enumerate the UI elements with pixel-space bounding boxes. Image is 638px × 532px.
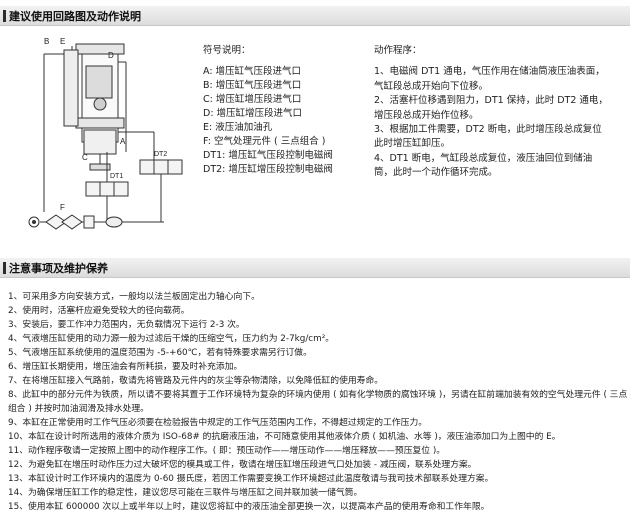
- label-c: C: [82, 153, 88, 162]
- symbol-legend: 符号说明： A: 增压缸气压段进气口 B: 增压缸气压段进气口 C: 增压缸增压…: [203, 44, 333, 177]
- legend-item: C: 增压缸增压段进气口: [203, 94, 302, 105]
- procedure-step: 2、活塞杆位移遇到阻力，DT1 保持，此时 DT2 通电，增压段总成开始作位移。: [374, 95, 608, 121]
- note-item: 15、使用本缸 600000 次以上或半年以上时，建议您将缸中的液压油全部更换一…: [8, 502, 490, 512]
- note-item: 7、在将增压缸接入气路前，敬请先将管路及元件内的灰尘等杂物清除，以免降低缸的使用…: [8, 376, 384, 386]
- procedure-heading: 动作程序：: [374, 45, 422, 56]
- procedure-step: 1、电磁阀 DT1 通电，气压作用在储油筒液压油表面，气缸段总成开始向下位移。: [374, 66, 605, 92]
- label-f: F: [60, 203, 65, 212]
- note-item: 3、安装后，要工作冲力范围内，无负载情况下运行 2-3 次。: [8, 320, 245, 330]
- section-marker: [3, 10, 6, 22]
- note-item: 14、为确保增压缸工作的稳定性，建议您尽可能在三联件与增压缸之间并联加装一储气筒…: [8, 488, 363, 498]
- procedure-step: 3、根据加工件需要，DT2 断电，此时增压段总成复位此时增压缸卸压。: [374, 124, 602, 150]
- note-item: 6、增压缸长期使用，增压油会有所耗损，要及时补充添加。: [8, 362, 243, 372]
- label-e: E: [60, 37, 65, 46]
- note-item: 12、为避免缸在增压时动作压力过大破坏您的模具或工件，敬请在增压缸增压段进气口处…: [8, 460, 477, 470]
- label-d: D: [108, 51, 114, 60]
- legend-item: E: 液压油加油孔: [203, 122, 273, 133]
- section-header-circuit: 建议使用回路图及动作说明: [0, 6, 630, 26]
- section-title-circuit: 建议使用回路图及动作说明: [9, 10, 141, 23]
- legend-item: D: 增压缸增压段进气口: [203, 108, 303, 119]
- note-item: 8、此缸中的部分元件为铁质，所以请不要将其置于工作环境特为复杂的环境内使用 ( …: [8, 390, 628, 414]
- section-header-notes: 注意事项及维护保养: [0, 258, 630, 278]
- legend-item: DT2: 增压缸增压段控制电磁阀: [203, 164, 333, 175]
- note-item: 13、本缸设计时工作环境内的温度为 0-60 摄氏度，若因工作需要变换工作环境超…: [8, 474, 494, 484]
- legend-item: DT1: 增压缸气压段控制电磁阀: [203, 150, 333, 161]
- note-item: 11、动作程序敬请一定按照上图中的动作程序工作。( 即：预压动作——增压动作——…: [8, 446, 446, 456]
- note-item: 2、使用时，活塞杆应避免受较大的径向载荷。: [8, 306, 190, 316]
- legend-heading: 符号说明：: [203, 45, 251, 56]
- note-item: 5、气液增压缸系统使用的温度范围为 -5-+60℃，若有特殊要求需另行订做。: [8, 348, 312, 358]
- note-item: 10、本缸在设计时所选用的液体介质为 ISO-68# 的抗磨液压油，不可随意使用…: [8, 432, 561, 442]
- procedure-step: 4、DT1 断电，气缸段总成复位，液压油回位到储油筒，此时一个动作循环完成。: [374, 152, 593, 179]
- label-dt2: DT2: [154, 151, 167, 158]
- note-item: 9、本缸在正常使用时工作气压必须要在检验报告中规定的工作气压范围内工作，不得超过…: [8, 418, 428, 428]
- section-marker: [3, 262, 6, 274]
- label-a: A: [120, 137, 126, 146]
- note-item: 4、气液增压缸使用的动力源一般为过滤后干燥的压缩空气，压力约为 2-7kg/cm…: [8, 334, 335, 344]
- legend-item: F: 空气处理元件 ( 三点组合 ): [203, 136, 326, 147]
- legend-item: A: 增压缸气压段进气口: [203, 66, 302, 77]
- label-b: B: [44, 37, 49, 46]
- section-title-notes: 注意事项及维护保养: [9, 262, 108, 275]
- action-procedure: 动作程序： 1、电磁阀 DT1 通电，气压作用在储油筒液压油表面，气缸段总成开始…: [374, 44, 610, 181]
- label-dt1: DT1: [110, 173, 123, 180]
- notes-list: 1、可采用多方向安装方式，一般均以法兰板固定出力轴心向下。 2、使用时，活塞杆应…: [8, 290, 628, 514]
- note-item: 1、可采用多方向安装方式，一般均以法兰板固定出力轴心向下。: [8, 292, 260, 302]
- circuit-diagram: B E D A C F DT1 DT2: [28, 37, 183, 230]
- legend-item: B: 增压缸气压段进气口: [203, 80, 302, 91]
